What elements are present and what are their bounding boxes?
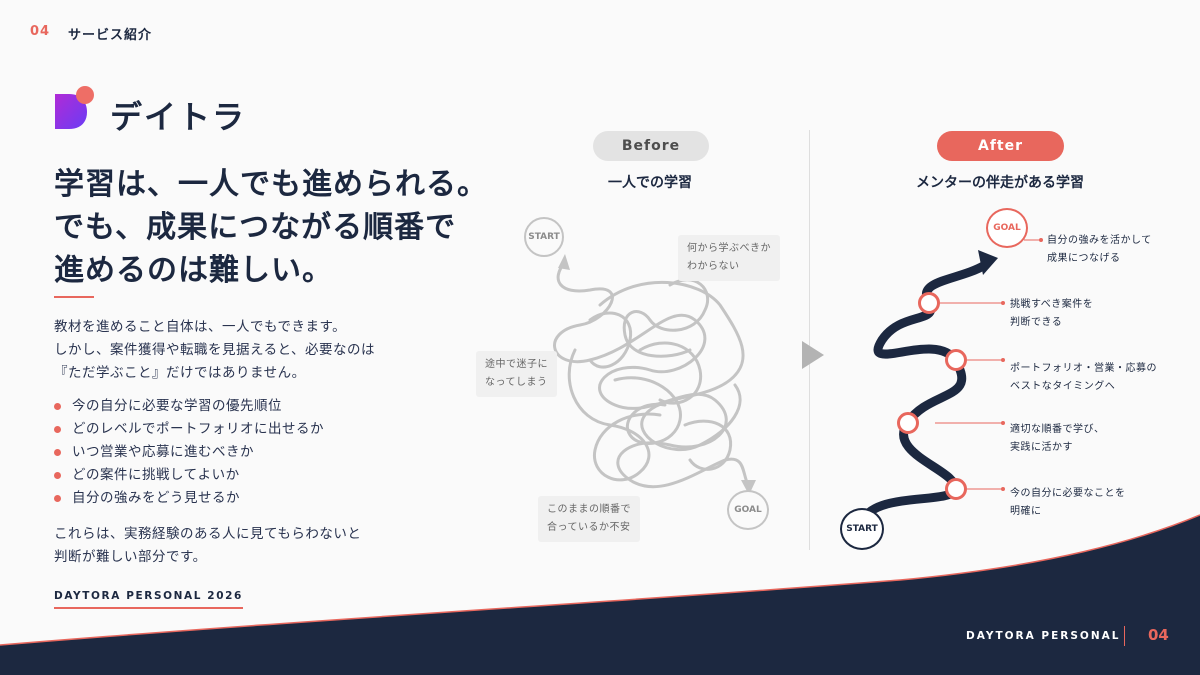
list-item: どの案件に挑戦してよいか xyxy=(54,464,514,487)
column-divider xyxy=(809,130,810,550)
bullet-dot-icon xyxy=(54,495,61,502)
list-item: 自分の強みをどう見せるか xyxy=(54,487,514,510)
before-start-node: START xyxy=(524,217,564,257)
headline: 学習は、一人でも進められる。 でも、成果につながる順番で 進めるのは難しい。 xyxy=(54,163,524,292)
bullet-list: 今の自分に必要な学習の優先順位 どのレベルでポートフォリオに出せるか いつ営業や… xyxy=(54,395,514,510)
tangled-path-diagram xyxy=(553,254,756,495)
intro-line: 教材を進めること自体は、一人でもできます。 xyxy=(54,319,347,335)
before-goal-node: GOAL xyxy=(727,490,769,530)
headline-line: 進めるのは難しい。 xyxy=(54,253,333,288)
before-pill: Before xyxy=(593,131,709,161)
bullet-dot-icon xyxy=(54,403,61,410)
goal-connector xyxy=(1024,238,1043,242)
note-left: 途中で迷子に なってしまう xyxy=(476,351,557,397)
daytora-logo-icon xyxy=(55,86,94,129)
list-item: いつ営業や応募に進むべきか xyxy=(54,441,514,464)
intro-line: しかし、案件獲得や転職を見据えると、必要なのは xyxy=(54,342,376,358)
footer-separator xyxy=(1124,626,1125,646)
bullet-dot-icon xyxy=(54,426,61,433)
footer-brand: DAYTORA PERSONAL xyxy=(966,630,1121,642)
step-node xyxy=(897,412,919,434)
before-title: 一人での学習 xyxy=(608,175,692,191)
step-node xyxy=(945,478,967,500)
connector-lines xyxy=(935,241,1010,491)
step-node xyxy=(918,292,940,314)
bullet-dot-icon xyxy=(54,472,61,479)
step-label: 挑戦すべき案件を 判断できる xyxy=(1010,299,1094,328)
list-item: 今の自分に必要な学習の優先順位 xyxy=(54,395,514,418)
closing-text: これらは、実務経験のある人に見てもらわないと 判断が難しい部分です。 xyxy=(54,523,514,569)
headline-line: 学習は、一人でも進められる。 xyxy=(54,167,488,202)
goal-label: 自分の強みを活かして 成果につなげる xyxy=(1047,235,1152,264)
list-item: どのレベルでポートフォリオに出せるか xyxy=(54,418,514,441)
section-title: サービス紹介 xyxy=(68,28,153,43)
footer-page-number: 04 xyxy=(1148,626,1169,644)
step-label: 今の自分に必要なことを 明確に xyxy=(1010,488,1126,517)
accent-rule xyxy=(54,296,94,298)
closing-line: 判断が難しい部分です。 xyxy=(54,549,207,565)
note-top: 何から学ぶべきか わからない xyxy=(678,235,780,281)
brand-name: デイトラ xyxy=(110,98,247,136)
step-node xyxy=(945,349,967,371)
footer-label: DAYTORA PERSONAL 2026 xyxy=(54,590,243,609)
step-label: ポートフォリオ・営業・応募の ベストなタイミングへ xyxy=(1010,363,1157,392)
triangle-right-icon xyxy=(802,341,824,369)
section-number: 04 xyxy=(30,24,51,39)
headline-line: でも、成果につながる順番で xyxy=(54,210,457,245)
intro-text: 教材を進めること自体は、一人でもできます。 しかし、案件獲得や転職を見据えると、… xyxy=(54,316,514,385)
after-goal-node: GOAL xyxy=(986,208,1028,248)
after-pill: After xyxy=(937,131,1064,161)
after-title: メンターの伴走がある学習 xyxy=(916,175,1084,191)
note-bottom: このままの順番で 合っているか不安 xyxy=(538,496,640,542)
closing-line: これらは、実務経験のある人に見てもらわないと xyxy=(54,526,362,542)
step-label: 適切な順番で学び、 実践に活かす xyxy=(1010,424,1105,453)
bullet-dot-icon xyxy=(54,449,61,456)
after-start-node: START xyxy=(840,508,884,550)
intro-line: 『ただ学ぶこと』だけではありません。 xyxy=(54,365,306,381)
